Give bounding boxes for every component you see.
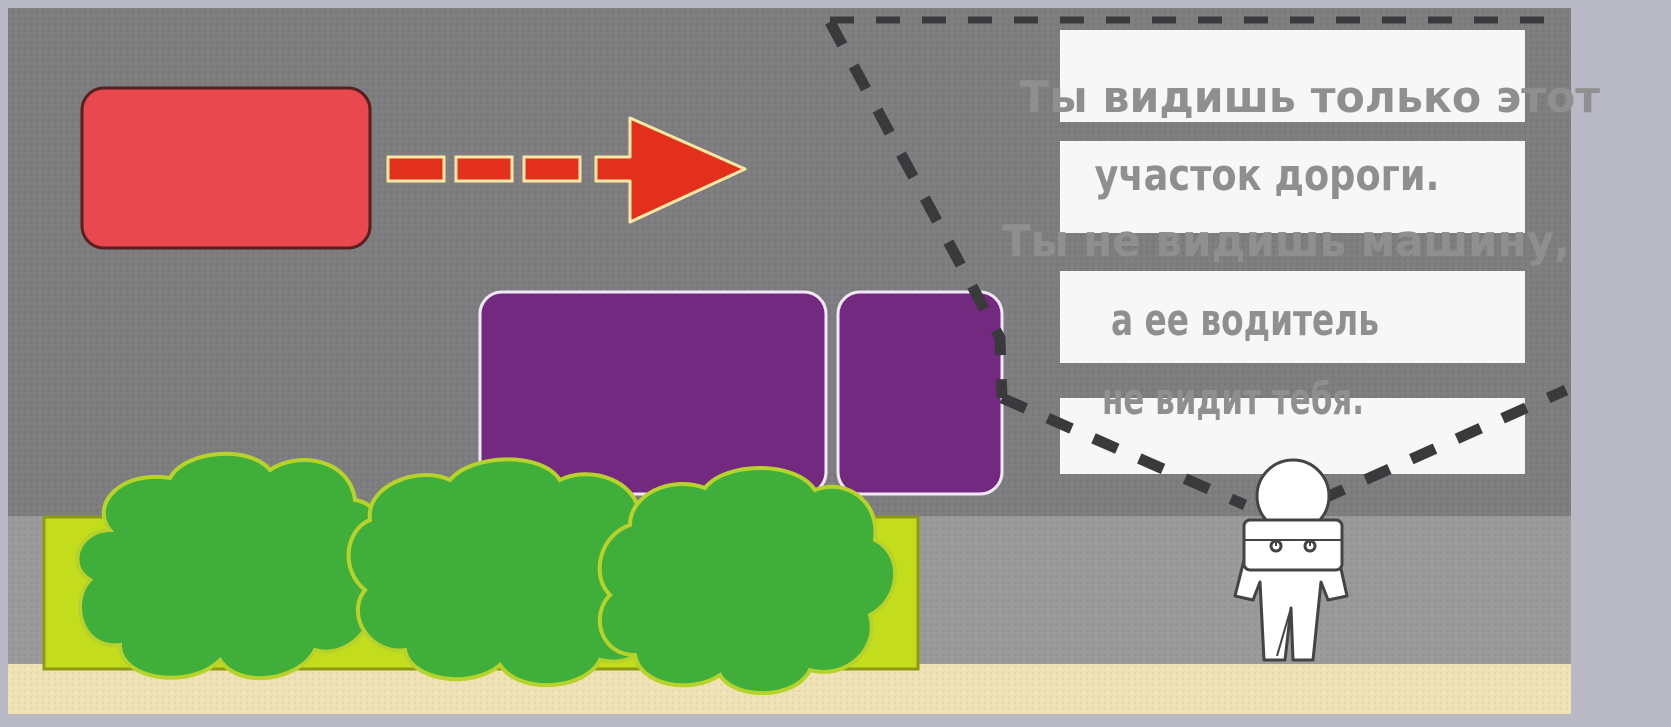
text-line-1: Ты видишь только этот xyxy=(1020,72,1600,123)
moving-car xyxy=(82,88,370,248)
text-line-5: не видит тебя. xyxy=(1102,374,1364,425)
bush-icon xyxy=(77,454,895,693)
bus-icon xyxy=(480,292,1002,494)
text-line-3: Ты не видишь машину, xyxy=(1002,216,1570,267)
bush-3 xyxy=(600,468,896,693)
text-line-4: а ее водитель xyxy=(1111,295,1379,346)
text-line-2: участок дороги. xyxy=(1095,150,1440,201)
bush-1 xyxy=(77,454,385,678)
